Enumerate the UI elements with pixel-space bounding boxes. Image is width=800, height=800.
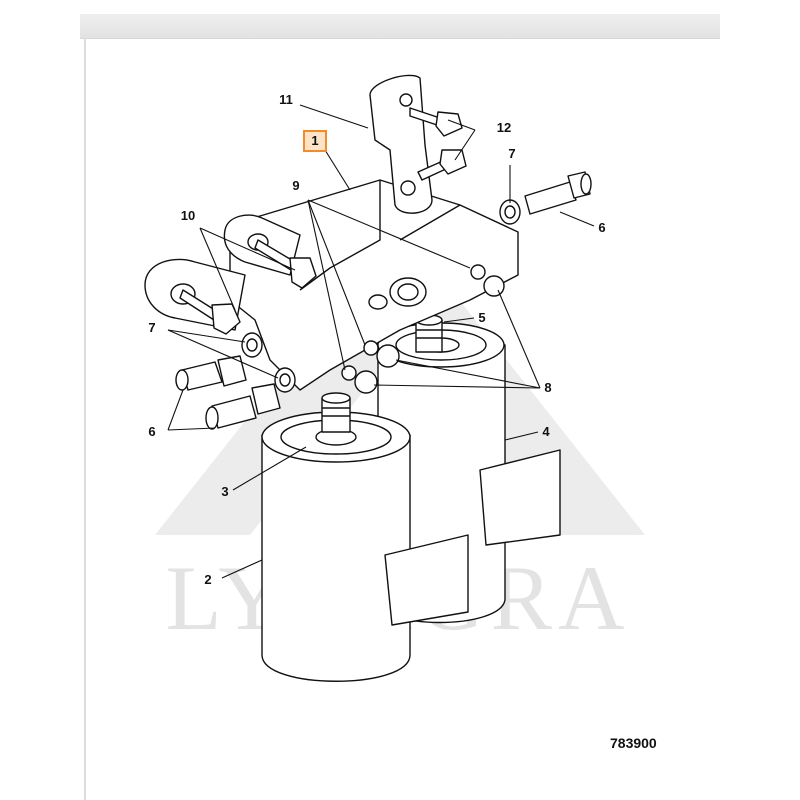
washer-7-upper-left	[241, 332, 263, 358]
connector-6-upper-left	[175, 355, 247, 391]
callout-9[interactable]: 9	[292, 178, 300, 193]
callout-10[interactable]: 10	[180, 208, 196, 223]
callout-3[interactable]: 3	[221, 484, 229, 499]
callout-7-left[interactable]: 7	[148, 320, 156, 335]
connector-6-right	[524, 171, 592, 215]
filter-2	[261, 411, 469, 682]
callout-6-left[interactable]: 6	[148, 424, 156, 439]
nipple-3	[321, 392, 351, 433]
callout-2[interactable]: 2	[204, 572, 212, 587]
callout-12[interactable]: 12	[496, 120, 512, 135]
callout-8[interactable]: 8	[544, 380, 552, 395]
washer-7-lower-left	[274, 367, 296, 393]
bolt-10-left	[179, 289, 241, 335]
connector-6-lower-left	[205, 383, 281, 430]
callout-6-right[interactable]: 6	[598, 220, 606, 235]
bolt-10-right	[254, 239, 317, 289]
callout-1[interactable]: 1	[303, 130, 327, 152]
top-bar	[80, 14, 720, 39]
bolt-12-upper	[409, 107, 463, 137]
callout-5[interactable]: 5	[478, 310, 486, 325]
callout-4[interactable]: 4	[542, 424, 550, 439]
figure-number: 783900	[610, 735, 657, 751]
left-border	[84, 38, 86, 800]
callout-11[interactable]: 11	[279, 92, 293, 107]
plug-8-center	[363, 340, 400, 368]
filter-head-1	[229, 179, 519, 391]
leader-lines	[167, 104, 595, 579]
nipple-5	[415, 314, 443, 353]
bolt-12-lower	[417, 149, 467, 181]
plug-8-lower	[341, 365, 378, 394]
washer-7-right	[499, 199, 521, 225]
callout-7-right[interactable]: 7	[508, 146, 516, 161]
